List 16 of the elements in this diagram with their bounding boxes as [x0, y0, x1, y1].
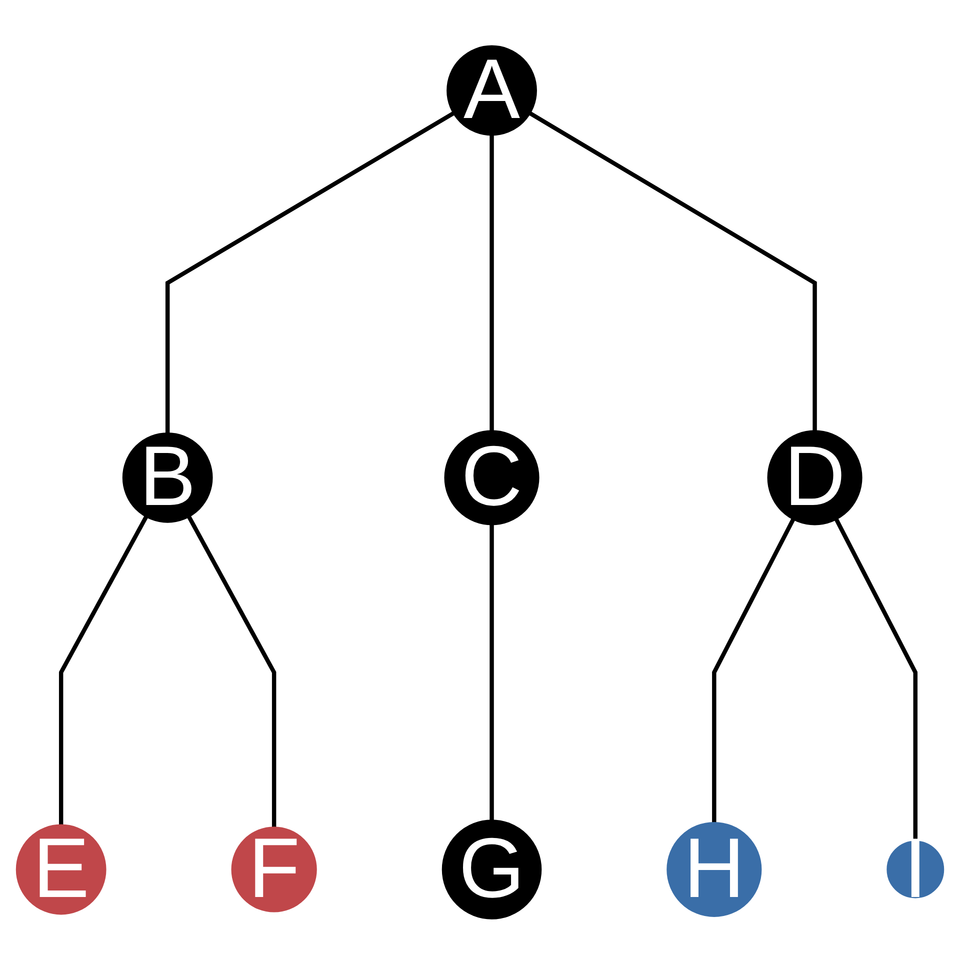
connector	[58, 515, 148, 826]
connector	[186, 515, 276, 828]
node-circle: B	[122, 432, 213, 523]
connector	[165, 111, 455, 434]
connector	[490, 524, 494, 821]
node-circle: I	[886, 840, 944, 898]
node-circle: A	[446, 45, 537, 136]
connector	[528, 111, 817, 432]
node-circle: D	[767, 430, 862, 526]
node-circle: G	[442, 820, 542, 920]
node-circle: H	[666, 822, 762, 918]
node-circle: E	[16, 824, 106, 915]
connector	[490, 134, 494, 432]
node-circle: F	[231, 826, 317, 912]
connector	[712, 518, 796, 823]
node-circle: C	[444, 430, 540, 526]
